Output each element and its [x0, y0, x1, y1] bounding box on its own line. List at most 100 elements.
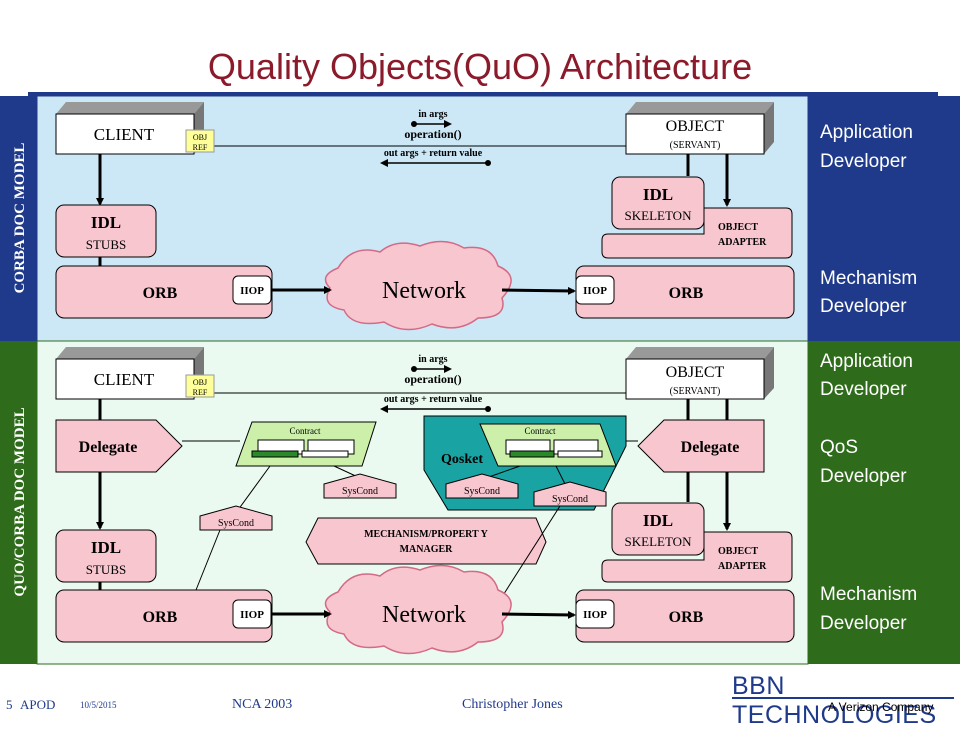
svg-text:OBJ: OBJ — [193, 378, 207, 387]
quo-side-label: QUO/CORBA DOC MODEL — [12, 407, 28, 596]
svg-text:Contract: Contract — [290, 426, 321, 436]
svg-text:IDL: IDL — [643, 185, 673, 204]
svg-text:out args + return value: out args + return value — [384, 394, 483, 405]
corba-client-label: CLIENT — [94, 125, 155, 144]
corba-obj-ref: OBJ REF — [185, 129, 215, 153]
svg-text:(SERVANT): (SERVANT) — [670, 386, 721, 397]
svg-text:(SERVANT): (SERVANT) — [670, 140, 721, 151]
corba-side-bar: CORBA DOC MODEL — [0, 96, 37, 341]
quo-idl-skeleton: IDL SKELETON — [611, 502, 705, 556]
svg-text:out args + return value: out args + return value — [384, 148, 483, 159]
quo-side-bar: QUO/CORBA DOC MODEL — [0, 341, 37, 664]
quo-contract-left: Contract — [235, 421, 377, 467]
svg-text:ORB: ORB — [669, 285, 704, 302]
quo-orb-right: ORB IIOP — [575, 589, 795, 643]
footer-event: NCA 2003 — [232, 697, 293, 712]
svg-text:IDL: IDL — [91, 538, 121, 557]
svg-text:OBJECT: OBJECT — [666, 364, 725, 381]
role-mech-dev-top-2: Developer — [820, 296, 907, 317]
quo-syscond-a: SysCond — [199, 505, 273, 531]
svg-text:OBJECT: OBJECT — [718, 546, 758, 557]
svg-text:Delegate: Delegate — [681, 439, 740, 456]
roles-top-panel: Application Developer Mechanism Develope… — [808, 96, 960, 341]
svg-text:STUBS: STUBS — [86, 237, 126, 252]
corba-side-label: CORBA DOC MODEL — [12, 143, 28, 294]
footer-date: 10/5/2015 — [80, 700, 117, 710]
svg-text:SKELETON: SKELETON — [625, 208, 693, 223]
svg-text:Qosket: Qosket — [441, 452, 483, 467]
quo-syscond-c: SysCond — [445, 473, 519, 499]
svg-text:Delegate: Delegate — [79, 439, 138, 456]
svg-text:CLIENT: CLIENT — [94, 370, 155, 389]
role-mech-dev-bottom-1: Mechanism — [820, 584, 917, 605]
role-app-dev-top-1: Application — [820, 122, 913, 143]
role-qos-dev-2: Developer — [820, 466, 907, 487]
quo-delegate-left: Delegate — [55, 419, 183, 473]
svg-text:OBJ: OBJ — [193, 133, 207, 142]
svg-text:in args: in args — [418, 109, 447, 120]
quo-idl-stubs: IDL STUBS — [55, 529, 157, 583]
quo-delegate-right: Delegate — [637, 419, 765, 473]
svg-text:ORB: ORB — [669, 609, 704, 626]
svg-text:Network: Network — [382, 602, 466, 628]
svg-text:Contract: Contract — [525, 426, 556, 436]
quo-client-box: CLIENT — [55, 347, 204, 400]
quo-contract-right: Contract — [479, 423, 617, 467]
svg-text:Network: Network — [382, 278, 466, 304]
svg-text:SKELETON: SKELETON — [625, 534, 693, 549]
quo-mechanism-manager: MECHANISM/PROPERT Y MANAGER — [305, 517, 547, 565]
role-qos-dev-1: QoS — [820, 437, 858, 458]
svg-text:OBJECT: OBJECT — [718, 222, 758, 233]
svg-text:IIOP: IIOP — [583, 609, 607, 621]
svg-text:STUBS: STUBS — [86, 562, 126, 577]
role-mech-dev-bottom-2: Developer — [820, 613, 907, 634]
svg-text:ORB: ORB — [143, 285, 178, 302]
svg-text:SysCond: SysCond — [552, 494, 588, 505]
svg-text:operation(): operation() — [404, 372, 461, 386]
svg-text:in args: in args — [418, 354, 447, 365]
title-underline — [28, 92, 938, 96]
quo-orb-left: ORB IIOP — [55, 589, 273, 643]
svg-text:MECHANISM/PROPERT Y: MECHANISM/PROPERT Y — [364, 529, 489, 540]
roles-bottom-panel: Application Developer QoS Developer Mech… — [808, 341, 960, 664]
role-app-dev-top-2: Developer — [820, 151, 907, 172]
page-title: Quality Objects(QuO) Architecture — [207, 46, 753, 87]
quo-syscond-d: SysCond — [533, 481, 607, 507]
svg-text:SysCond: SysCond — [464, 486, 500, 497]
svg-text:IIOP: IIOP — [583, 285, 607, 297]
quo-syscond-b: SysCond — [323, 473, 397, 499]
svg-text:ADAPTER: ADAPTER — [718, 237, 767, 248]
quo-network-cloud: Network — [324, 564, 512, 655]
corba-operation: in args operation() out args + return va… — [380, 109, 491, 167]
role-app-dev-bottom-1: Application — [820, 351, 913, 372]
bbn-logo-subtitle: A Verizon Company — [828, 700, 934, 714]
svg-text:SysCond: SysCond — [342, 486, 378, 497]
svg-text:IIOP: IIOP — [240, 609, 264, 621]
svg-text:ADAPTER: ADAPTER — [718, 561, 767, 572]
footer-author: Christopher Jones — [462, 697, 563, 712]
corba-client-box: CLIENT — [55, 102, 204, 155]
footer-apod: APOD — [20, 697, 56, 712]
quo-operation: in args operation() out args + return va… — [380, 354, 491, 413]
corba-object-adapter: OBJECT ADAPTER — [601, 207, 793, 259]
svg-text:IIOP: IIOP — [240, 285, 264, 297]
logo-divider — [732, 697, 954, 699]
svg-text:IDL: IDL — [643, 511, 673, 530]
corba-idl-skeleton: IDL SKELETON — [611, 176, 705, 230]
svg-text:IDL: IDL — [91, 213, 121, 232]
svg-text:operation(): operation() — [404, 127, 461, 141]
corba-orb-left: ORB IIOP — [55, 265, 273, 319]
role-mech-dev-top-1: Mechanism — [820, 268, 917, 289]
quo-object-adapter: OBJECT ADAPTER — [601, 531, 793, 583]
svg-text:REF: REF — [193, 143, 208, 152]
svg-text:ORB: ORB — [143, 609, 178, 626]
svg-text:MANAGER: MANAGER — [400, 544, 454, 555]
svg-text:OBJECT: OBJECT — [666, 118, 725, 135]
corba-orb-right: ORB IIOP — [575, 265, 795, 319]
quo-object-box: OBJECT (SERVANT) — [625, 347, 774, 400]
role-app-dev-bottom-2: Developer — [820, 379, 907, 400]
corba-object-box: OBJECT (SERVANT) — [625, 102, 774, 155]
svg-text:SysCond: SysCond — [218, 518, 254, 529]
quo-obj-ref: OBJ REF — [185, 374, 215, 398]
